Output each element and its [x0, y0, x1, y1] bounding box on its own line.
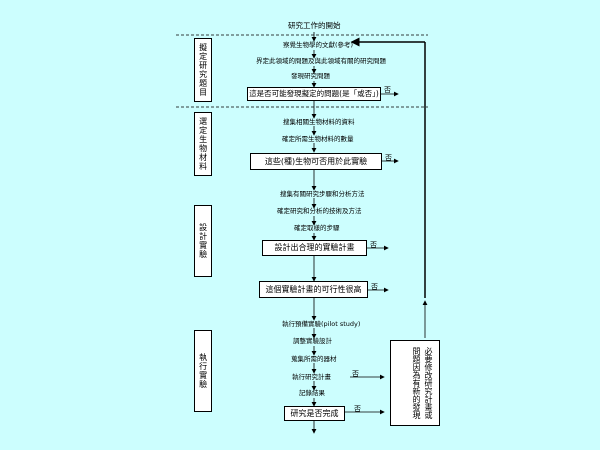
flow-step: 確定所需生物材料的數量	[282, 135, 354, 143]
no-label: 否	[352, 370, 359, 378]
flow-step: 記錄結果	[299, 389, 325, 397]
phase-box: 設計實驗	[194, 205, 212, 277]
flow-step: 執行預備實驗(pilot study)	[282, 320, 361, 328]
no-label: 否	[385, 154, 392, 162]
decision-box: 這些(種)生物可否用於此實驗	[250, 153, 382, 170]
no-label: 否	[370, 241, 377, 249]
decision-box: 這個實驗計畫的可行性很高	[259, 281, 368, 298]
revision-box: 必要修改研究計畫或問題因為有新的發現	[390, 340, 440, 426]
phase-box: 擬定研究題目	[194, 38, 212, 102]
start-label: 研究工作的開始	[288, 21, 341, 30]
flow-step: 蒐集所需的器材	[291, 355, 337, 363]
flow-step: 搜集有關研究步驟和分析方法	[280, 190, 365, 198]
flow-step: 執行研究計畫	[292, 373, 331, 381]
flow-step: 察覺生物學的文獻(參考)	[283, 41, 354, 49]
no-label: 否	[384, 86, 391, 94]
flow-step: 確定取樣的步驟	[294, 224, 340, 232]
phase-box: 選定生物材料	[194, 112, 212, 176]
decision-box: 設計出合理的實驗計畫	[262, 240, 367, 256]
flow-step: 確定研究和分析的技術及方法	[277, 207, 362, 215]
flow-step: 發現研究問題	[291, 72, 330, 80]
no-label: 否	[371, 283, 378, 291]
phase-box: 執行實驗	[194, 330, 212, 412]
decision-box: 研究是否完成	[284, 406, 345, 421]
flow-step: 調整實驗設計	[293, 337, 332, 345]
flow-step: 搜集相關生物材料的資料	[283, 118, 355, 126]
flow-step: 界定此領域的問題及與此領域有關的研究問題	[256, 57, 386, 65]
no-label: 否	[354, 405, 361, 413]
decision-box: 這是否可能發現擬定的問題(是「或否」)	[247, 87, 381, 101]
